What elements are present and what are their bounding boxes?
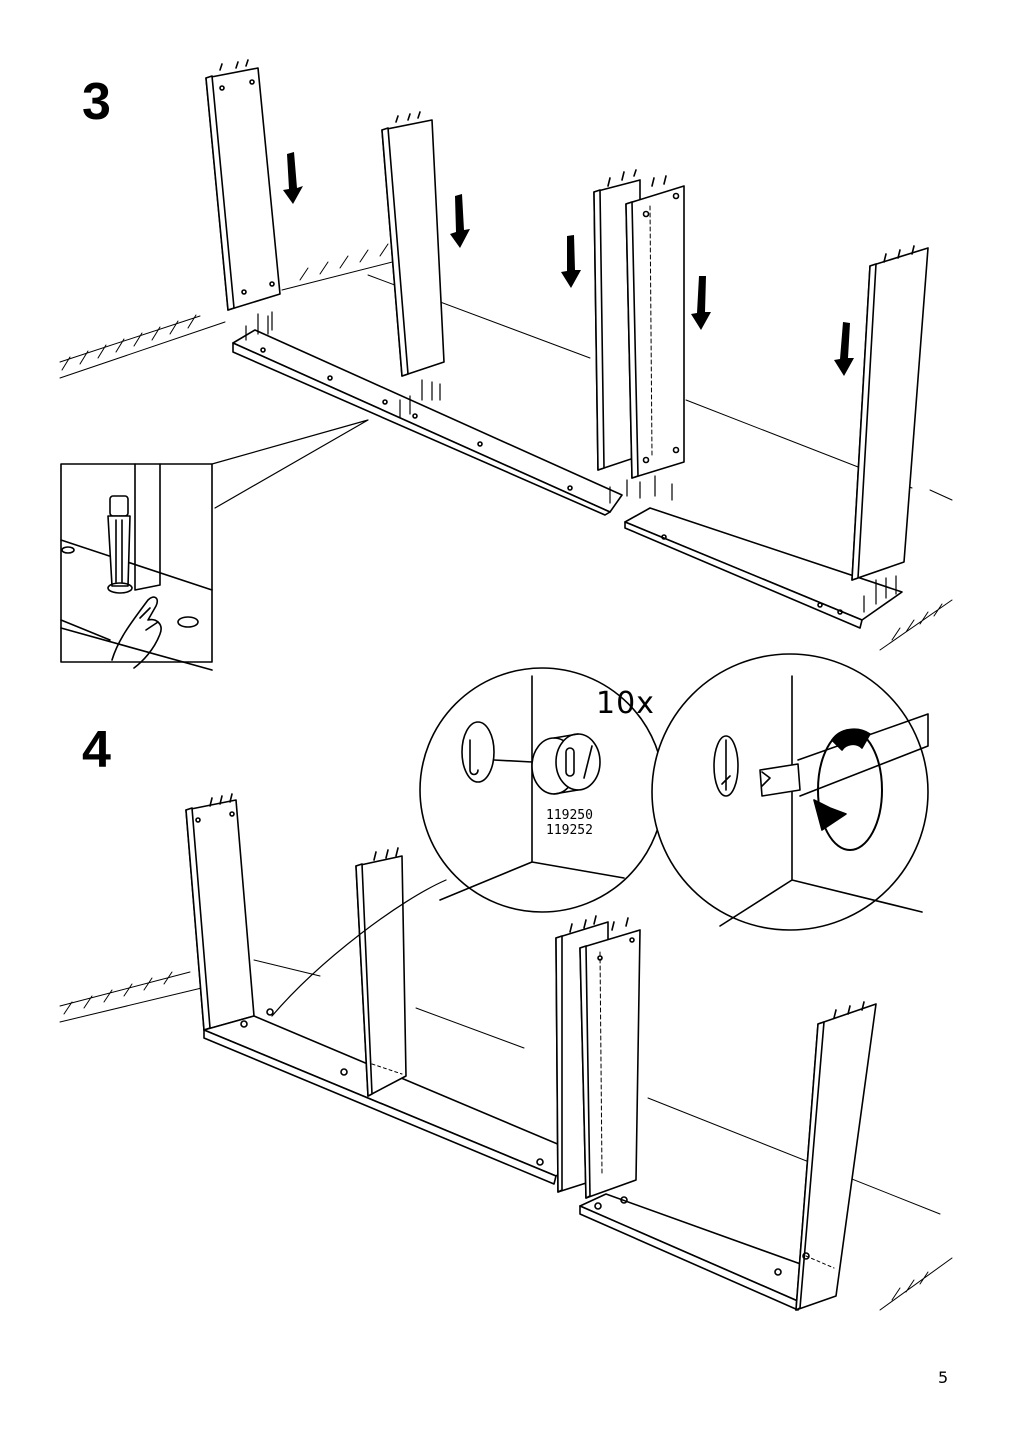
step4-center-double-panel — [555, 915, 641, 1199]
part-number: 119252 — [546, 823, 593, 838]
step-number-3: 3 — [82, 73, 111, 131]
step3-left-panel — [205, 59, 281, 311]
step3-right-bottom-rail — [624, 507, 903, 629]
step4-middle-panel — [355, 847, 407, 1097]
cam-lock-detail-circle — [419, 667, 665, 913]
step3-left-bottom-rail — [232, 329, 623, 516]
cam-hole-icon — [461, 721, 495, 783]
step3-center-double-panel — [593, 169, 685, 479]
down-arrow-icon — [179, 152, 854, 546]
page-number: 5 — [938, 1368, 949, 1387]
step4-left-frame — [185, 793, 587, 1185]
step3-dowels — [245, 311, 897, 613]
step4-right-frame — [579, 1001, 877, 1311]
step3-right-panel — [851, 245, 929, 581]
clockwise-arrow-icon — [813, 728, 883, 851]
screwdriver-detail-circle — [651, 653, 929, 931]
quantity-label: 10x — [596, 686, 655, 721]
step3-detail-inset — [60, 419, 369, 671]
callout-line — [271, 879, 447, 1017]
dowel-detail — [107, 495, 133, 594]
step3-middle-panel — [381, 111, 445, 377]
part-number: 119250 — [546, 808, 593, 823]
finger-press-icon — [111, 596, 162, 669]
cam-lock-fitting-icon — [531, 733, 601, 795]
step4-floor-hatching — [59, 959, 953, 1311]
step-number-4: 4 — [82, 721, 111, 779]
